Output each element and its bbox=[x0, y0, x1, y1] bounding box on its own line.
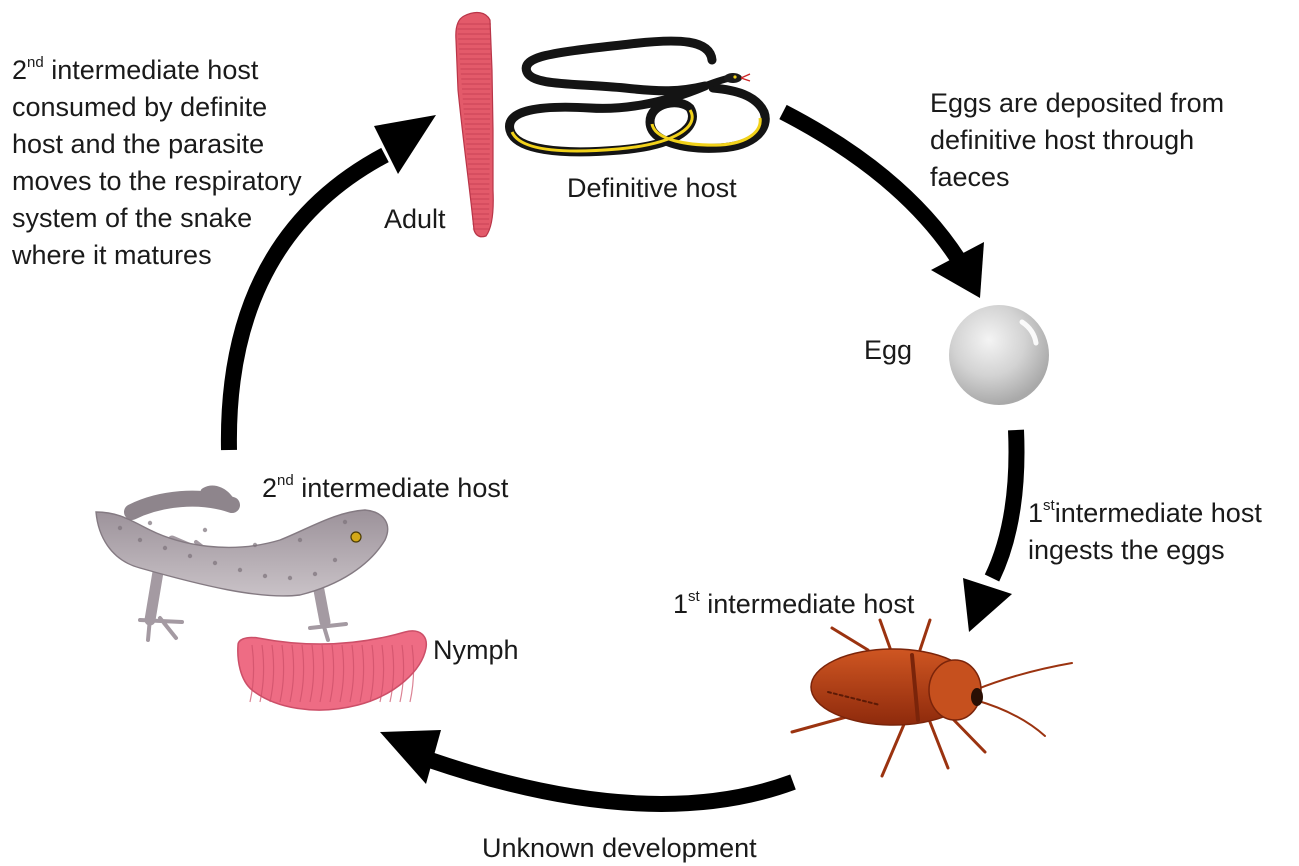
consumed-line-6: where it matures bbox=[12, 237, 302, 274]
gecko-spot bbox=[138, 538, 142, 542]
unknown-development-note: Unknown development bbox=[482, 830, 757, 866]
gecko-spot bbox=[288, 576, 292, 580]
arrow-egg-to-roach bbox=[963, 430, 1017, 632]
gecko-spot bbox=[238, 568, 242, 572]
first-host-num: 1 bbox=[673, 589, 688, 619]
gecko-spot bbox=[253, 543, 257, 547]
eggs-deposited-line-3: faeces bbox=[930, 159, 1224, 196]
cockroach-icon bbox=[792, 620, 1072, 776]
ingests-sup: st bbox=[1043, 497, 1055, 514]
consumed-line-1: 2nd intermediate host bbox=[12, 52, 302, 89]
ingests-line-2: ingests the eggs bbox=[1028, 532, 1262, 569]
ingests-line-1-rest: intermediate host bbox=[1055, 498, 1262, 528]
gecko-spot bbox=[263, 574, 267, 578]
gecko-spot bbox=[203, 528, 207, 532]
adult-label: Adult bbox=[384, 201, 446, 238]
eggs-deposited-line-2: definitive host through bbox=[930, 122, 1224, 159]
gecko-spot bbox=[343, 520, 347, 524]
consumed-num: 2 bbox=[12, 55, 27, 85]
ingests-eggs-note: 1stintermediate host ingests the eggs bbox=[1028, 495, 1262, 569]
gecko-spot bbox=[188, 554, 192, 558]
first-intermediate-host-label: 1st intermediate host bbox=[673, 586, 914, 623]
arrow-roach-to-nymph bbox=[380, 730, 793, 804]
definitive-host-label: Definitive host bbox=[567, 170, 737, 207]
consumed-by-definite-host-note: 2nd intermediate host consumed by defini… bbox=[12, 52, 302, 274]
egg-label: Egg bbox=[864, 332, 912, 369]
second-host-sup: nd bbox=[277, 472, 294, 489]
second-host-text: intermediate host bbox=[294, 473, 509, 503]
consumed-line-5: system of the snake bbox=[12, 200, 302, 237]
consumed-sup: nd bbox=[27, 54, 44, 71]
gecko-spot bbox=[213, 561, 217, 565]
second-host-num: 2 bbox=[262, 473, 277, 503]
first-host-sup: st bbox=[688, 588, 700, 605]
gecko-spot bbox=[163, 546, 167, 550]
consumed-line-2: consumed by definite bbox=[12, 89, 302, 126]
first-host-text: intermediate host bbox=[700, 589, 915, 619]
gecko-spot bbox=[313, 572, 317, 576]
ingests-line-1: 1stintermediate host bbox=[1028, 495, 1262, 532]
consumed-line-1-rest: intermediate host bbox=[44, 55, 259, 85]
egg-icon bbox=[949, 305, 1049, 405]
gecko-spot bbox=[148, 521, 152, 525]
gecko-spot bbox=[118, 526, 122, 530]
nymph-icon bbox=[238, 631, 426, 710]
adult-worm-icon bbox=[456, 13, 493, 237]
consumed-line-4: moves to the respiratory bbox=[12, 163, 302, 200]
ingests-num: 1 bbox=[1028, 498, 1043, 528]
gecko-spot bbox=[298, 538, 302, 542]
second-intermediate-host-label: 2nd intermediate host bbox=[262, 470, 508, 507]
nymph-label: Nymph bbox=[433, 632, 519, 669]
eggs-deposited-line-1: Eggs are deposited from bbox=[930, 85, 1224, 122]
gecko-icon bbox=[96, 490, 388, 640]
gecko-spot bbox=[333, 558, 337, 562]
snake-icon bbox=[510, 41, 766, 152]
consumed-line-3: host and the parasite bbox=[12, 126, 302, 163]
eggs-deposited-note: Eggs are deposited from definitive host … bbox=[930, 85, 1224, 196]
